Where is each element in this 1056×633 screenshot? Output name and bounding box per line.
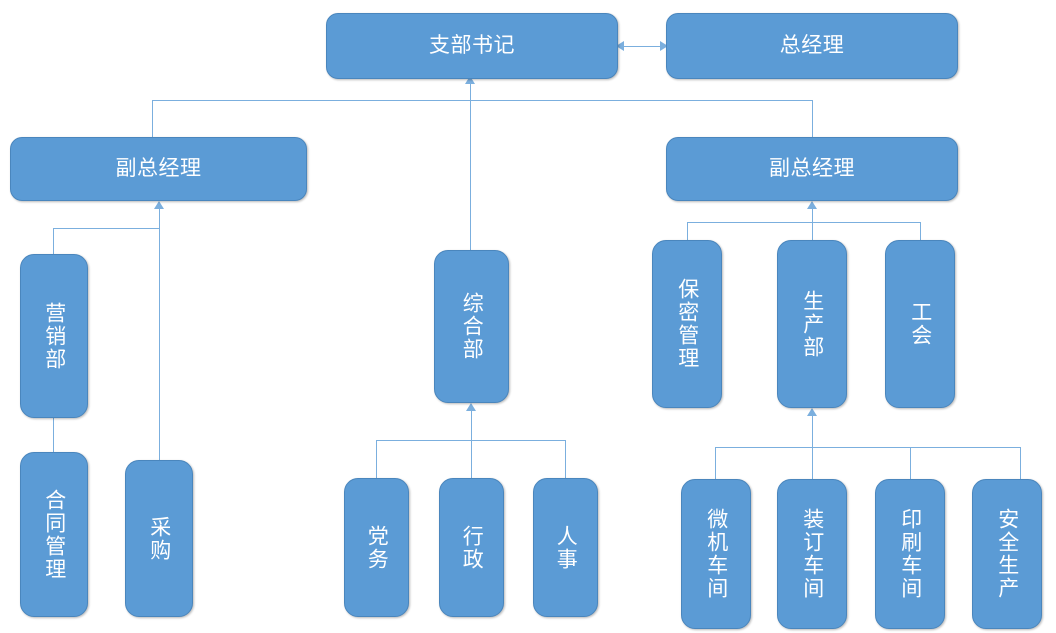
node-administration[interactable]: 行政 (439, 478, 504, 617)
node-label: 印刷车间 (898, 508, 922, 600)
node-label: 副总经理 (769, 157, 855, 181)
arrowhead-into-production (807, 408, 817, 416)
arrowhead-into-deputy-right (807, 201, 817, 209)
connector-bus-to-deputy-right (812, 100, 813, 137)
connector-left-stem (159, 209, 160, 460)
connector-bus-to-safety-production (1020, 447, 1021, 479)
node-label: 装订车间 (800, 508, 824, 600)
connector-right-sub-bus (687, 222, 921, 223)
node-label: 人事 (554, 524, 578, 571)
connector-bus-to-computer-workshop (715, 447, 716, 479)
connector-bus-to-secretary (470, 84, 471, 100)
node-label: 党务 (365, 524, 389, 571)
node-safety-production[interactable]: 安全生产 (972, 479, 1042, 629)
node-marketing-dept[interactable]: 营销部 (20, 254, 88, 418)
connector-workshop-bus (715, 447, 1020, 448)
node-labor-union[interactable]: 工会 (885, 240, 955, 408)
node-general-affairs-dept[interactable]: 综合部 (434, 250, 509, 403)
node-binding-workshop[interactable]: 装订车间 (777, 479, 847, 629)
node-label: 合同管理 (42, 488, 66, 581)
node-computer-workshop[interactable]: 微机车间 (681, 479, 751, 629)
arrowhead-into-deputy-left (154, 201, 164, 209)
connector-general-affairs-stem (471, 411, 472, 478)
node-printing-workshop[interactable]: 印刷车间 (875, 479, 945, 629)
connector-bus-to-general-affairs (470, 100, 471, 250)
node-branch-secretary[interactable]: 支部书记 (326, 13, 618, 79)
node-general-manager[interactable]: 总经理 (666, 13, 958, 79)
arrowhead-into-general-affairs (466, 403, 476, 411)
node-label: 综合部 (460, 292, 484, 361)
connector-center-sub-bus (376, 440, 566, 441)
arrowhead-into-secretary (465, 76, 475, 84)
node-deputy-general-manager-left[interactable]: 副总经理 (10, 137, 307, 201)
node-label: 支部书记 (429, 34, 515, 58)
node-label: 总经理 (779, 34, 845, 58)
connector-bus-to-deputy-left (152, 100, 153, 137)
node-label: 工会 (908, 301, 932, 347)
connector-right-stem (812, 209, 813, 240)
connector-bus-to-binding-workshop (812, 447, 813, 479)
node-label: 生产部 (800, 289, 824, 359)
node-label: 采购 (147, 515, 171, 562)
connector-sub-bus-to-marketing (53, 228, 54, 254)
node-party-affairs[interactable]: 党务 (344, 478, 409, 617)
connector-left-sub-bus (53, 228, 160, 229)
node-procurement[interactable]: 采购 (125, 460, 193, 617)
node-label: 微机车间 (704, 508, 728, 600)
connector-sub-bus-to-party-affairs (376, 440, 377, 478)
node-deputy-general-manager-right[interactable]: 副总经理 (666, 137, 958, 201)
node-production-dept[interactable]: 生产部 (777, 240, 847, 408)
connector-production-stem (812, 416, 813, 447)
connector-contract-to-marketing (53, 418, 54, 452)
node-label: 行政 (460, 524, 484, 571)
node-label: 安全生产 (995, 508, 1019, 600)
node-label: 保密管理 (675, 278, 699, 370)
connector-secretary-to-gm (622, 46, 668, 47)
connector-sub-bus-to-union (920, 222, 921, 240)
connector-sub-bus-to-confidentiality (687, 222, 688, 240)
node-confidentiality-mgmt[interactable]: 保密管理 (652, 240, 722, 408)
connector-sub-bus-to-human-resources (565, 440, 566, 478)
node-human-resources[interactable]: 人事 (533, 478, 598, 617)
node-label: 营销部 (42, 301, 66, 371)
connector-main-bus (152, 100, 812, 101)
node-label: 副总经理 (115, 157, 202, 181)
arrowhead-left-secretary (616, 41, 624, 51)
node-contract-mgmt[interactable]: 合同管理 (20, 452, 88, 617)
arrowhead-right-gm (660, 41, 668, 51)
connector-bus-to-printing-workshop (910, 447, 911, 479)
